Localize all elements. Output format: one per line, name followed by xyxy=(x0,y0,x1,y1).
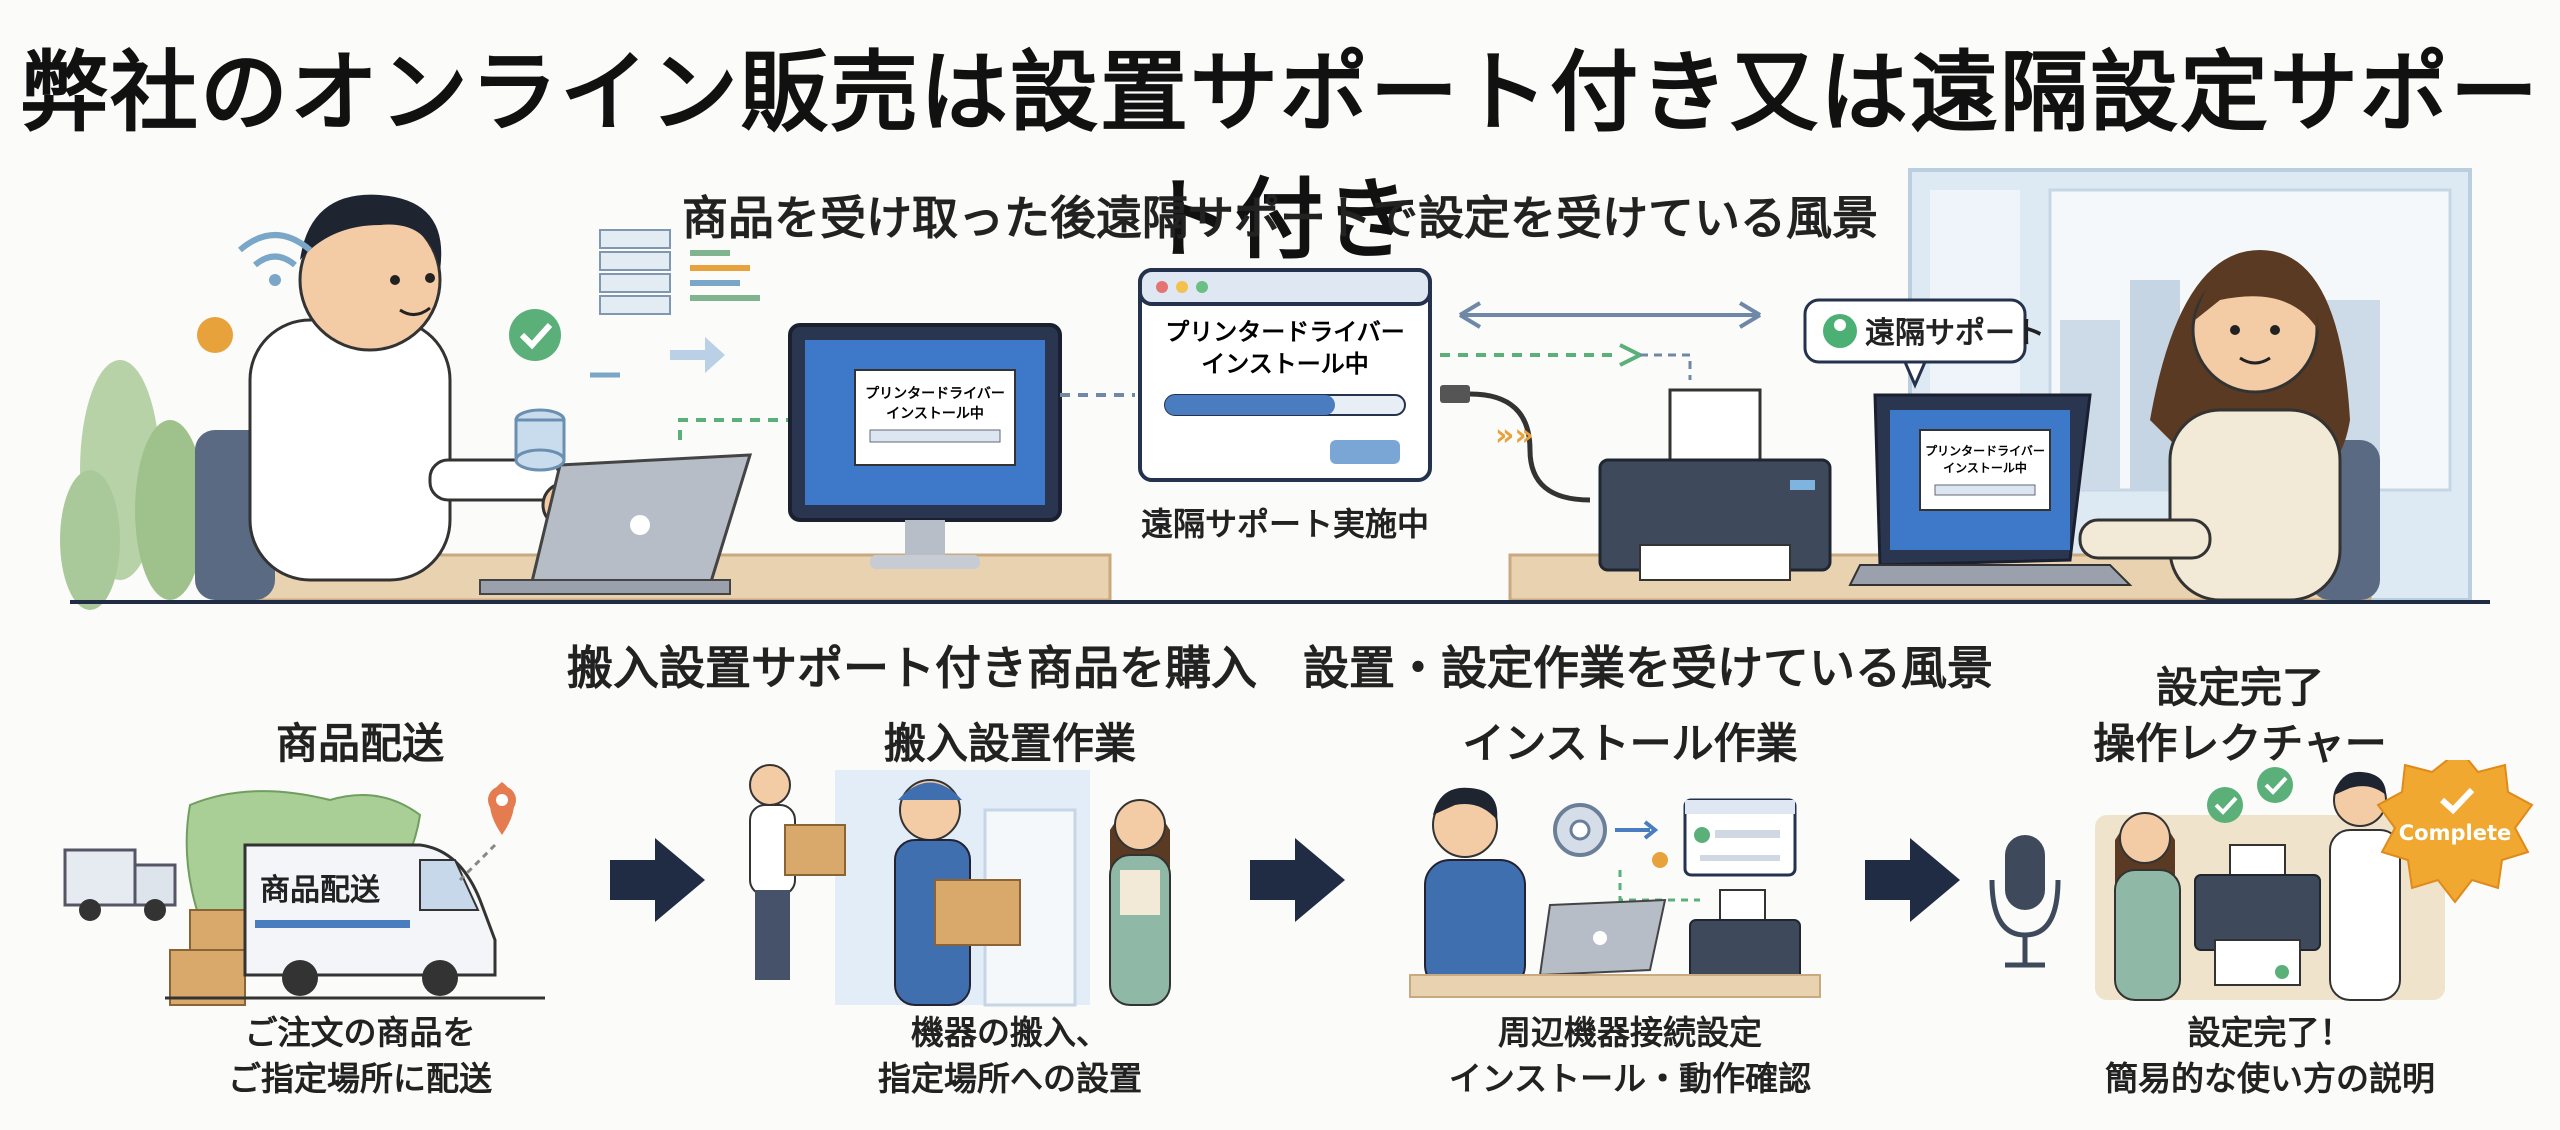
step1-caption-line2: ご指定場所に配送 xyxy=(228,1059,492,1098)
small-check-icon xyxy=(197,317,233,353)
chevron-arrows-icon: »» xyxy=(1495,418,1534,453)
box-icon xyxy=(169,949,246,1006)
complete-badge-label: Complete xyxy=(2399,821,2511,845)
gear-icon xyxy=(1553,803,1607,857)
monitor-popup-line1: プリンタードライバー xyxy=(865,386,1005,402)
woman-customer-small-illustration xyxy=(2114,812,2181,1001)
double-arrow-icon xyxy=(1458,301,1762,329)
laptop-popup-line1: プリンタードライバー xyxy=(1925,443,2045,458)
step4-title: 設定完了 操作レクチャー xyxy=(2090,660,2390,772)
step1-title: 商品配送 xyxy=(275,719,444,768)
step3-caption-line2: インストール・動作確認 xyxy=(1448,1059,1812,1098)
step4-title-line2: 操作レクチャー xyxy=(2093,719,2387,768)
lecture-illustration xyxy=(2095,767,2445,1001)
laptop-illustration xyxy=(479,453,753,595)
step4-caption-line2: 簡易的な使い方の説明 xyxy=(2105,1059,2435,1098)
complete-badge: Complete xyxy=(2376,760,2534,904)
customer-woman-small-illustration xyxy=(1109,799,1171,1006)
step2-caption: 機器の搬入、 指定場所への設置 xyxy=(820,1010,1200,1102)
main-title: 弊社のオンライン販売は設置サポート付き又は遠隔設定サポート付き xyxy=(19,41,2540,271)
printer-small-illustration xyxy=(1689,889,1801,981)
usb-cable-icon xyxy=(1440,385,1591,503)
popup-line1: プリンタードライバー xyxy=(1165,318,1405,346)
code-lines-icon xyxy=(690,250,760,301)
bubble-label: 遠隔サポート xyxy=(1865,316,2045,351)
technician-illustration xyxy=(1424,787,1526,991)
remote-status-label: 遠隔サポート実施中 xyxy=(1141,505,1429,543)
step1-caption: ご注文の商品を ご指定場所に配送 xyxy=(170,1010,550,1102)
delivery-van-illustration: 商品配送 xyxy=(243,843,497,996)
settings-window-icon xyxy=(1683,798,1797,877)
step3-caption-line1: 周辺機器接続設定 xyxy=(1498,1013,1762,1052)
carrying-illustration xyxy=(749,764,1171,1007)
step-arrow-icon xyxy=(1865,838,1960,922)
database-icon xyxy=(514,408,566,472)
small-truck-icon xyxy=(63,848,177,921)
woman-laptop-illustration: プリンタードライバー インストール中 xyxy=(1848,393,2133,586)
remote-support-scene: プリンタードライバー インストール中 プリンタードライバー インストール中 遠隔… xyxy=(60,168,2472,610)
step3-title: インストール作業 xyxy=(1462,719,1798,768)
server-icon xyxy=(599,229,671,315)
printer-done-illustration xyxy=(2194,844,2321,986)
check-icon xyxy=(2257,767,2293,803)
laptop-small-illustration xyxy=(1538,898,1667,977)
step4-caption: 設定完了！ 簡易的な使い方の説明 xyxy=(2060,1010,2480,1102)
box-icon xyxy=(189,909,246,956)
monitor-popup-line2: インストール中 xyxy=(886,405,984,422)
section-divider xyxy=(70,600,2490,604)
install-popup-window: プリンタードライバー インストール中 xyxy=(1138,268,1432,482)
box-icon xyxy=(934,879,1021,946)
step-arrow-icon xyxy=(1250,838,1345,922)
step-arrow-icon xyxy=(610,838,705,922)
customer-woman-illustration xyxy=(2078,250,2380,602)
install-steps-scene: 商品配送 xyxy=(63,760,2534,1007)
microphone-icon xyxy=(1989,835,2061,968)
plant-illustration xyxy=(60,360,205,610)
location-pin-icon xyxy=(458,782,516,882)
popup-ok-button[interactable] xyxy=(1330,440,1400,464)
check-circle-icon xyxy=(509,309,561,361)
box-icon xyxy=(784,824,846,876)
installation-illustration xyxy=(1409,787,1821,998)
step2-title: 搬入設置作業 xyxy=(883,719,1136,768)
worker-center-illustration xyxy=(894,779,1021,1006)
printer-illustration xyxy=(1598,388,1832,581)
delivery-illustration: 商品配送 xyxy=(63,782,545,1006)
remote-section-title: 商品を受け取った後遠隔サポートで設定を受けている風景 xyxy=(682,191,1878,245)
staff-man-small-illustration xyxy=(2329,771,2401,1001)
check-icon xyxy=(2207,787,2243,823)
van-label: 商品配送 xyxy=(260,873,380,908)
arrow-right-icon xyxy=(670,337,725,373)
remote-support-bubble: 遠隔サポート xyxy=(1803,298,2045,389)
step4-caption-line1: 設定完了！ xyxy=(2187,1013,2353,1052)
worker-left-illustration xyxy=(749,764,846,980)
popup-line2: インストール中 xyxy=(1201,350,1369,378)
step2-caption-line2: 指定場所への設置 xyxy=(878,1059,1142,1098)
support-man-illustration xyxy=(248,194,589,582)
step3-caption: 周辺機器接続設定 インストール・動作確認 xyxy=(1400,1010,1860,1102)
status-dot-icon xyxy=(1652,852,1668,868)
step4-title-line1: 設定完了 xyxy=(2155,663,2324,712)
step2-caption-line1: 機器の搬入、 xyxy=(911,1013,1109,1052)
install-progress-fill xyxy=(1165,395,1335,415)
monitor-illustration: プリンタードライバー インストール中 xyxy=(788,323,1062,569)
wifi-icon xyxy=(238,232,312,286)
step1-caption-line1: ご注文の商品を xyxy=(244,1013,476,1052)
install-section-title: 搬入設置サポート付き商品を購入 設置・設定作業を受けている風景 xyxy=(567,641,1993,695)
laptop-popup-line2: インストール中 xyxy=(1943,460,2027,475)
